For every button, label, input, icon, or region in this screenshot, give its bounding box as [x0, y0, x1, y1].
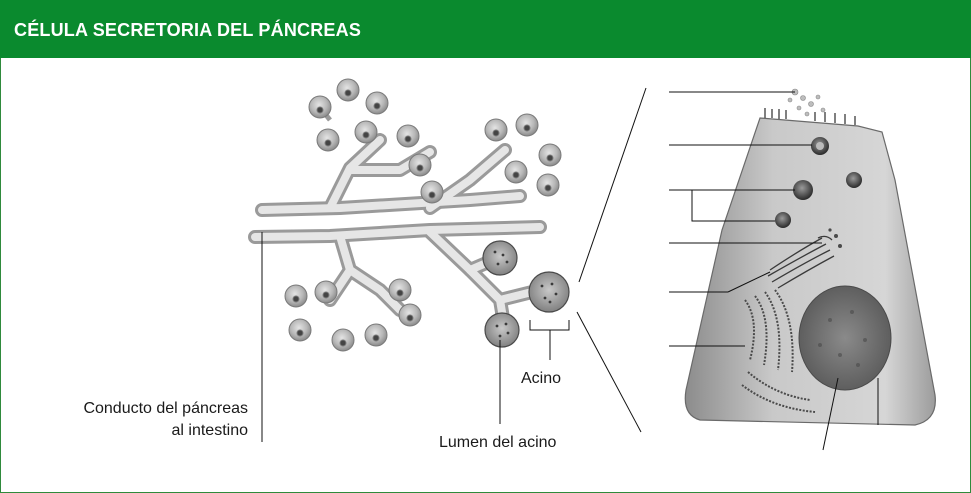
acinus-group	[482, 240, 570, 348]
figure-header: CÉLULA SECRETORIA DEL PÁNCREAS	[0, 0, 971, 58]
lobule-cluster-lower-left	[284, 278, 422, 352]
duct-label-line2: al intestino	[171, 422, 249, 439]
duct-label: Conducto del páncreas al intestino	[83, 398, 248, 442]
lumen-label: Lumen del acino	[439, 434, 557, 451]
duct-label-line1: Conducto del páncreas	[83, 400, 248, 417]
lobule-cluster-upper-left	[308, 78, 444, 204]
acino-label: Acino	[521, 370, 562, 387]
cell-leader-lines	[669, 91, 879, 451]
zoom-line-top	[578, 87, 647, 283]
acino-bracket	[529, 320, 570, 360]
figure-title: CÉLULA SECRETORIA DEL PÁNCREAS	[14, 20, 362, 40]
secretory-cell	[684, 88, 936, 426]
zoom-line-bottom	[576, 311, 642, 433]
lobule-cluster-upper-right	[484, 113, 562, 197]
